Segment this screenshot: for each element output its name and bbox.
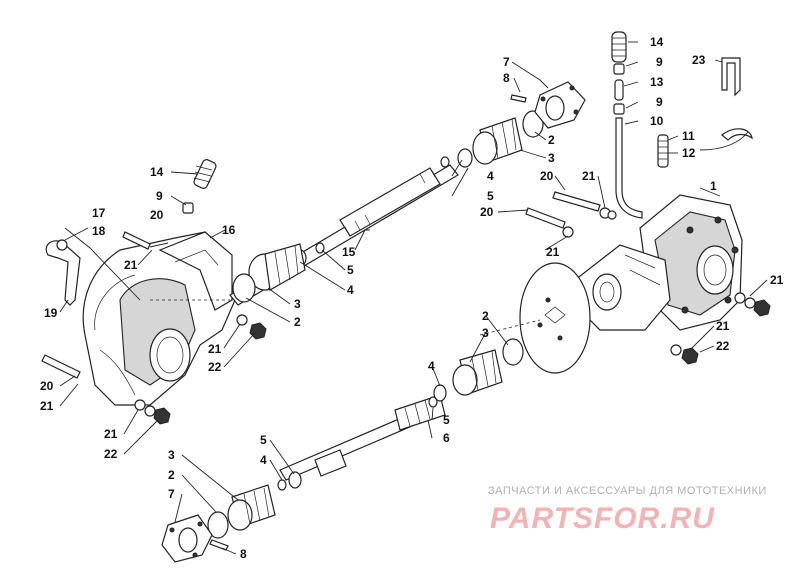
callout-5: 5 xyxy=(443,413,450,427)
callout-21: 21 xyxy=(104,427,118,441)
callout-3: 3 xyxy=(548,151,555,165)
callout-21: 21 xyxy=(770,273,784,287)
callout-17: 17 xyxy=(92,206,106,220)
callout-14: 14 xyxy=(150,165,164,179)
lower-bearing-housing xyxy=(161,514,229,563)
watermark: ЗАПЧАСТИ И АКСЕССУАРЫ ДЛЯ МОТОТЕХНИКИ PA… xyxy=(488,485,767,535)
callout-2: 2 xyxy=(482,309,489,323)
right-differential-housing xyxy=(574,194,743,331)
callout-4: 4 xyxy=(487,169,494,183)
left-vent-spring xyxy=(182,159,217,214)
shift-lever-assembly xyxy=(45,227,89,306)
callout-11: 11 xyxy=(682,129,695,143)
upper-drive-shaft xyxy=(229,110,544,306)
callout-12: 12 xyxy=(682,146,696,160)
callout-10: 10 xyxy=(650,114,664,128)
watermark-caption: ЗАПЧАСТИ И АКСЕССУАРЫ ДЛЯ МОТОТЕХНИКИ xyxy=(488,485,767,497)
left-gearcase-housing xyxy=(82,231,236,406)
callout-14: 14 xyxy=(650,35,664,49)
callout-22: 22 xyxy=(716,339,730,353)
callout-4: 4 xyxy=(347,283,354,297)
callout-4: 4 xyxy=(260,453,267,467)
callout-6: 6 xyxy=(443,431,450,445)
callout-22: 22 xyxy=(104,447,118,461)
callout-20: 20 xyxy=(480,205,494,219)
upper-bearing-housing xyxy=(510,81,586,129)
callout-1: 1 xyxy=(710,179,717,193)
callout-16: 16 xyxy=(222,223,236,237)
callout-20: 20 xyxy=(150,208,164,222)
callout-3: 3 xyxy=(482,326,489,340)
callout-20: 20 xyxy=(540,169,554,183)
lower-drive-shaft xyxy=(207,338,524,539)
callout-18: 18 xyxy=(92,224,106,238)
callout-3: 3 xyxy=(168,448,175,462)
brake-disc xyxy=(519,262,591,374)
callout-22: 22 xyxy=(208,360,222,374)
callout-21: 21 xyxy=(40,399,54,413)
callout-13: 13 xyxy=(650,75,664,89)
callout-23: 23 xyxy=(692,53,706,67)
callout-21: 21 xyxy=(208,342,222,356)
callout-7: 7 xyxy=(503,55,510,69)
callout-20: 20 xyxy=(40,379,54,393)
callout-15: 15 xyxy=(342,245,356,259)
callout-21: 21 xyxy=(582,169,596,183)
callout-labels: 14 9 13 9 10 11 12 23 7 8 2 3 4 5 20 21 … xyxy=(40,35,784,561)
leader-lines xyxy=(59,41,768,555)
callout-3: 3 xyxy=(294,297,301,311)
left-bolts xyxy=(41,231,267,425)
breather-tube-assembly xyxy=(611,31,753,219)
callout-8: 8 xyxy=(240,547,247,561)
callout-7: 7 xyxy=(168,487,175,501)
callout-5: 5 xyxy=(260,433,267,447)
callout-21: 21 xyxy=(546,245,560,259)
callout-2: 2 xyxy=(294,315,301,329)
callout-21: 21 xyxy=(124,258,138,272)
callout-9: 9 xyxy=(156,189,163,203)
callout-9: 9 xyxy=(656,55,663,69)
callout-2: 2 xyxy=(168,468,175,482)
right-bolts xyxy=(525,191,771,365)
callout-5: 5 xyxy=(487,189,494,203)
callout-5: 5 xyxy=(347,263,354,277)
callout-4: 4 xyxy=(428,359,435,373)
callout-19: 19 xyxy=(44,306,58,320)
callout-21: 21 xyxy=(716,319,730,333)
watermark-logo: PARTSFOR.RU xyxy=(490,502,715,535)
callout-8: 8 xyxy=(503,71,510,85)
callout-2: 2 xyxy=(548,133,555,147)
callout-9: 9 xyxy=(656,95,663,109)
